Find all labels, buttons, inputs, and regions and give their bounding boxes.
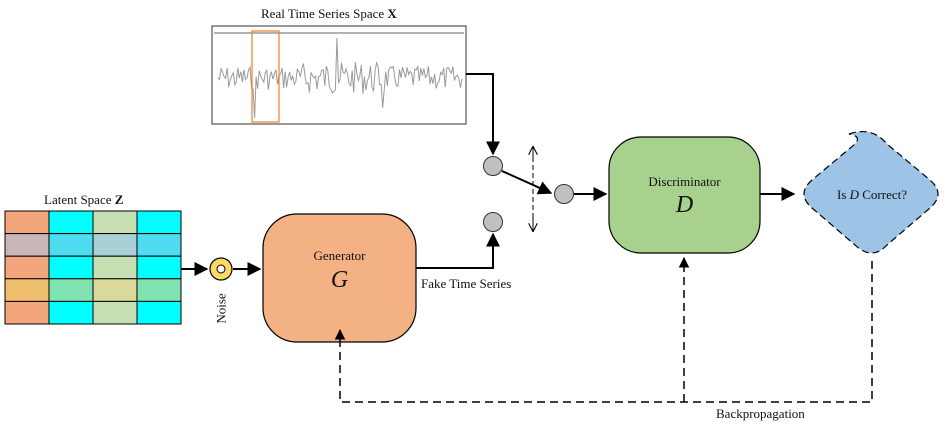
latent-cell xyxy=(92,210,138,235)
backprop-path xyxy=(334,261,873,403)
decision-suffix: Correct? xyxy=(859,187,908,202)
latent-cell xyxy=(136,300,182,325)
decision-label: Is D Correct? xyxy=(806,188,938,201)
latent-cell xyxy=(136,255,182,280)
generator-title: Generator xyxy=(313,248,366,263)
latent-cell xyxy=(92,255,138,280)
latent-space-title: Latent Space Z xyxy=(44,193,123,206)
latent-cell xyxy=(136,210,182,235)
latent-cell xyxy=(136,233,182,257)
decision-diamond xyxy=(803,131,939,254)
latent-space-title-symbol: Z xyxy=(114,192,124,207)
latent-cell xyxy=(48,300,94,325)
decision-symbol: D xyxy=(849,187,859,202)
backprop-label: Backpropagation xyxy=(716,406,805,421)
switch-node-output xyxy=(554,184,574,204)
latent-space-grid xyxy=(4,210,182,325)
latent-cell xyxy=(4,278,50,302)
latent-cell xyxy=(48,278,94,302)
arrow-generator-to-switch xyxy=(416,232,500,269)
arrow-real-to-switch xyxy=(466,73,500,156)
real-series-signal xyxy=(217,37,463,119)
real-series-title-prefix: Real Time Series Space xyxy=(261,6,388,21)
latent-cell xyxy=(92,233,138,257)
noise-node-center xyxy=(216,264,226,274)
latent-space-title-prefix: Latent Space xyxy=(44,192,115,207)
latent-cell xyxy=(92,278,138,302)
latent-cell xyxy=(4,255,50,280)
latent-cell xyxy=(48,255,94,280)
real-series-title-symbol: X xyxy=(387,6,397,21)
latent-cell xyxy=(136,278,182,302)
sliding-window-highlight xyxy=(251,30,280,123)
latent-cell xyxy=(4,233,50,257)
latent-cell xyxy=(48,210,94,235)
discriminator-title: Discriminator xyxy=(648,174,721,189)
real-series-title: Real Time Series Space X xyxy=(261,7,397,20)
fake-series-label: Fake Time Series xyxy=(421,276,512,291)
generator-symbol: G xyxy=(330,267,349,293)
switch-node-fake xyxy=(483,212,503,232)
latent-cell xyxy=(92,300,138,325)
discriminator-symbol: D xyxy=(675,192,694,218)
switch-node-real xyxy=(483,156,503,176)
latent-cell xyxy=(4,210,50,235)
latent-cell xyxy=(48,233,94,257)
latent-cell xyxy=(4,300,50,325)
noise-label: Noise xyxy=(213,293,229,324)
decision-prefix: Is xyxy=(836,187,850,202)
switch-lever xyxy=(501,170,553,195)
